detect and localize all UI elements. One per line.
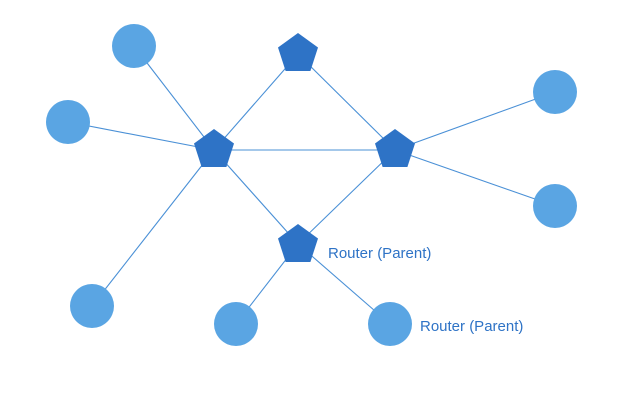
end-device-right-circle-icon[interactable] <box>533 184 577 228</box>
edge-router-left-to-router-top <box>213 53 299 151</box>
end-device-top-left-circle-icon[interactable] <box>112 24 156 68</box>
edge-router-right-to-end-top-right <box>394 91 556 151</box>
edge-router-left-to-end-left <box>67 121 215 151</box>
edge-router-right-to-end-right <box>394 149 556 207</box>
router-left-pentagon-icon[interactable] <box>194 129 234 167</box>
router-nodes <box>194 33 415 262</box>
router-right-pentagon-icon[interactable] <box>375 129 415 167</box>
router-top-pentagon-icon[interactable] <box>278 33 318 71</box>
end-device-bottom-left-circle-icon[interactable] <box>70 284 114 328</box>
edge-router-left-to-end-bottom-left <box>91 149 215 307</box>
end-device-bottom-right-label: Router (Parent) <box>420 318 523 335</box>
end-device-bottom-mid-circle-icon[interactable] <box>214 302 258 346</box>
end-device-top-right-circle-icon[interactable] <box>533 70 577 114</box>
edges <box>67 45 556 325</box>
labels: Router (Parent) Router (Parent) <box>328 245 523 335</box>
router-bottom-pentagon-icon[interactable] <box>278 224 318 262</box>
end-device-bottom-right-circle-icon[interactable] <box>368 302 412 346</box>
edge-router-top-to-router-right <box>297 53 396 151</box>
end-device-nodes <box>46 24 577 346</box>
edge-router-left-to-router-bottom <box>213 149 299 245</box>
edge-router-right-to-router-bottom <box>297 149 396 245</box>
router-bottom-label: Router (Parent) <box>328 245 431 262</box>
end-device-left-circle-icon[interactable] <box>46 100 90 144</box>
